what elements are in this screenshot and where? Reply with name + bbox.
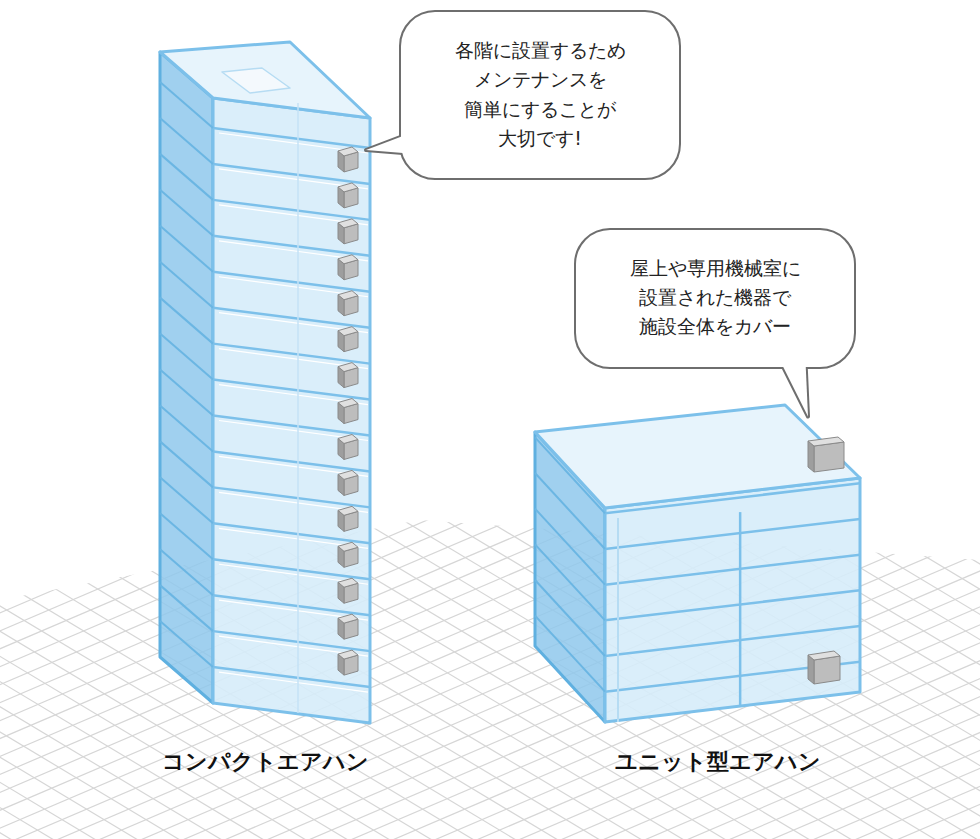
floor-slab bbox=[160, 262, 213, 308]
floor-slab bbox=[605, 483, 860, 513]
speech-bubble: 各階に設置するため メンテナンスを 簡単にすることが 大切です! bbox=[401, 12, 679, 178]
floor-slab bbox=[160, 154, 213, 200]
unit-building bbox=[535, 405, 860, 722]
floor-slab bbox=[213, 128, 370, 148]
grid-line bbox=[924, 480, 980, 839]
face bbox=[338, 255, 358, 264]
floor-slab bbox=[160, 370, 213, 416]
floor-slab bbox=[160, 621, 213, 667]
bubble-border bbox=[401, 12, 679, 178]
face bbox=[338, 542, 358, 551]
floor-slab bbox=[160, 405, 213, 451]
floor-slab bbox=[535, 544, 605, 620]
grid-line bbox=[882, 480, 980, 839]
bubble-tail bbox=[778, 350, 808, 416]
grid-line bbox=[0, 430, 92, 839]
grid-line bbox=[0, 430, 8, 839]
face bbox=[814, 656, 840, 684]
floor-slab bbox=[535, 437, 605, 513]
face bbox=[338, 434, 358, 443]
floor-slab bbox=[160, 82, 213, 128]
floor-slab bbox=[160, 585, 213, 631]
floor-slab bbox=[160, 513, 213, 559]
grid-line bbox=[0, 430, 134, 839]
face bbox=[338, 147, 358, 156]
grid-line bbox=[924, 430, 980, 839]
roof-structure bbox=[222, 68, 290, 93]
grid-line bbox=[0, 430, 932, 839]
floor-slab bbox=[535, 509, 605, 585]
face bbox=[338, 183, 358, 192]
face bbox=[338, 578, 358, 587]
floor-slab bbox=[160, 226, 213, 272]
grid-line bbox=[0, 430, 974, 839]
grid-line bbox=[882, 430, 980, 839]
left-face bbox=[160, 52, 213, 703]
bubble-border bbox=[576, 230, 854, 367]
grid-line bbox=[966, 430, 980, 839]
face bbox=[814, 442, 844, 472]
floor-slab bbox=[160, 298, 213, 344]
window-mullion bbox=[739, 512, 742, 706]
bubble-fill bbox=[401, 12, 679, 178]
grid-line bbox=[966, 480, 980, 839]
building-label: ユニット型エアハン bbox=[615, 747, 821, 777]
floor-slab bbox=[605, 626, 860, 656]
bubble-text: 各階に設置するため メンテナンスを 簡単にすることが 大切です! bbox=[435, 36, 645, 154]
floor-slab bbox=[160, 334, 213, 380]
face bbox=[338, 219, 358, 228]
building-label: コンパクトエアハン bbox=[162, 747, 369, 777]
floor-slab bbox=[605, 590, 860, 620]
face bbox=[338, 327, 358, 336]
bubble-fill bbox=[576, 230, 854, 367]
compact-building bbox=[160, 42, 370, 723]
floor-slab bbox=[160, 477, 213, 523]
face bbox=[338, 650, 358, 659]
grid-line bbox=[0, 430, 470, 839]
front-face bbox=[213, 98, 370, 723]
floor-slab bbox=[160, 441, 213, 487]
face bbox=[338, 363, 358, 372]
face bbox=[808, 651, 840, 660]
face bbox=[338, 614, 358, 623]
face bbox=[338, 506, 358, 515]
floor-slab bbox=[605, 555, 860, 585]
floor-slab bbox=[160, 118, 213, 164]
floor-slab bbox=[535, 580, 605, 656]
bubble-tail-fill bbox=[366, 128, 440, 156]
floor-slab bbox=[160, 190, 213, 236]
grid-line bbox=[0, 430, 680, 839]
face bbox=[338, 470, 358, 479]
bubble-tail-fill bbox=[778, 350, 808, 416]
inner-line bbox=[297, 103, 299, 713]
floor-slab bbox=[535, 473, 605, 549]
ground-grid bbox=[0, 430, 980, 839]
face bbox=[808, 437, 844, 446]
window-mullion bbox=[617, 518, 619, 722]
speech-bubble: 屋上や専用機械室に 設置された機器で 施設全体をカバー bbox=[576, 230, 854, 367]
roof bbox=[160, 42, 370, 118]
grid-line bbox=[0, 430, 176, 839]
front-face bbox=[605, 478, 860, 722]
bubble-outline bbox=[401, 12, 679, 178]
roof bbox=[535, 405, 860, 508]
floor-slab bbox=[160, 549, 213, 595]
face bbox=[338, 399, 358, 408]
floor-slab bbox=[605, 519, 860, 549]
face bbox=[338, 291, 358, 300]
bubble-text: 屋上や専用機械室に 設置された機器で 施設全体をカバー bbox=[610, 254, 820, 342]
grid-line bbox=[0, 430, 50, 839]
floor-slab bbox=[535, 616, 605, 692]
